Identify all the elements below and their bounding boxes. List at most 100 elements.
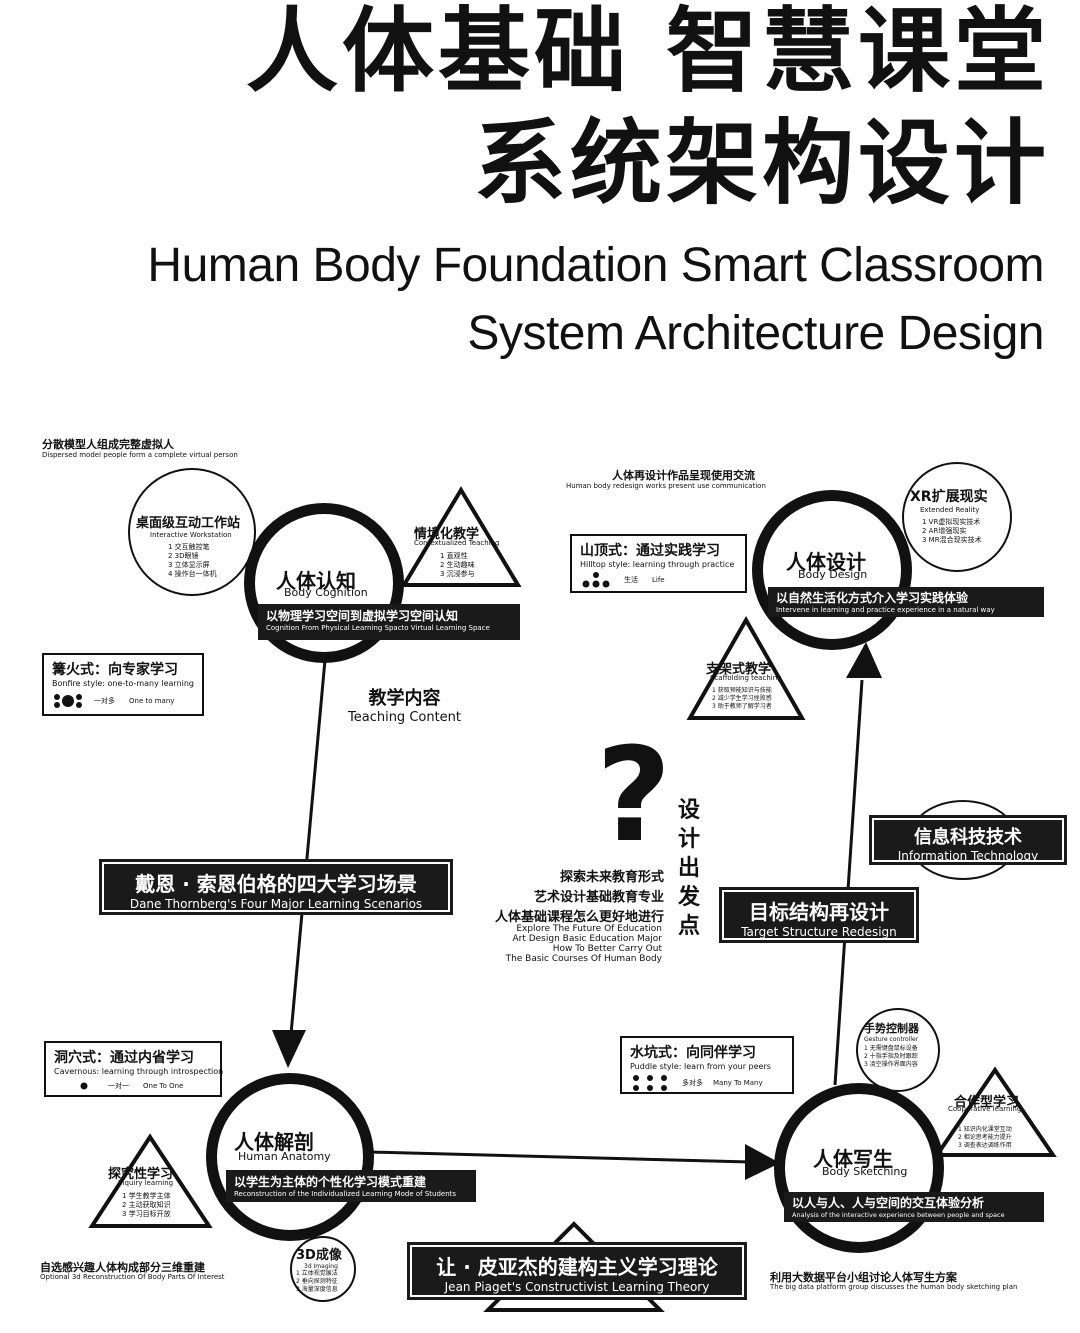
caption-dispersed: 分散模型人组成完整虚拟人	[42, 438, 174, 451]
anatomy-bar: 以学生为主体的个性化学习模式重建 Reconstruction of the I…	[226, 1170, 476, 1202]
scaffold-item: 1 获取预能知识与技能	[712, 687, 772, 694]
caption-redesign-en: Human body redesign works present use co…	[566, 482, 766, 490]
puddle-box: 水坑式：向同伴学习 Puddle style: learn from your …	[620, 1036, 794, 1094]
workstation-cn: 桌面级互动工作站	[136, 516, 241, 531]
cave-key-cn: 一对一	[108, 1081, 129, 1090]
xr-label: XR扩展现实 Extended Reality 1 VR虚拟现实技术 2 AR增…	[910, 486, 988, 545]
contextual-item: 1 直观性	[440, 552, 468, 560]
contextual-item: 3 沉浸参与	[440, 570, 475, 578]
cave-cn: 洞穴式：通过内省学习	[54, 1050, 194, 1066]
workstation-item: 4 操作台一体机	[168, 570, 217, 578]
inquiry-cn: 探究性学习	[108, 1167, 174, 1182]
target-banner-cn: 目标结构再设计	[749, 900, 889, 924]
anatomy-circle	[206, 1073, 374, 1241]
coop-item: 2 相论思考能力提升	[958, 1134, 1012, 1141]
design-en: Body Design	[798, 568, 868, 581]
hilltop-cn: 山顶式：通过实践学习	[580, 543, 720, 559]
inquiry-items: 1 学生教学主体 2 主动获取知识 3 学习目标开放	[122, 1192, 171, 1219]
dane-banner: 戴恩 · 索恩伯格的四大学习场景 Dane Thornberg's Four M…	[99, 859, 453, 915]
question-mark-icon: ?	[596, 719, 672, 871]
sketching-bar: 以人与人、人与空间的交互体验分析 Analysis of the interac…	[784, 1192, 1044, 1222]
cave-box: 洞穴式：通过内省学习 Cavernous: learning through i…	[44, 1041, 224, 1097]
design-cn: 人体设计	[786, 550, 866, 574]
design-starting-point: 设计出发点	[678, 798, 701, 939]
hilltop-key-en: Life	[652, 575, 665, 584]
inquiry-en: Inquiry learning	[118, 1179, 174, 1187]
workstation-item: 3 立体显示屏	[168, 561, 210, 569]
design-circle	[752, 490, 912, 650]
cognition-bar-cn: 以物理学习空间到虚拟学习空间认知	[266, 609, 459, 623]
piaget-banner: 让 · 皮亚杰的建构主义学习理论 Jean Piaget's Construct…	[407, 1242, 747, 1300]
center-line-cn: 人体基础课程怎么更好地进行	[494, 910, 664, 925]
title-en-line1: Human Body Foundation Smart Classroom	[147, 239, 1044, 292]
center-line-en: The Basic Courses Of Human Body	[505, 954, 662, 964]
xr-cn: XR扩展现实	[910, 489, 988, 505]
bonfire-en: Bonfire style: one-to-many learning	[52, 679, 195, 688]
hilltop-key: 生活 Life	[580, 571, 737, 589]
infotech-banner-en: Information Technology	[897, 849, 1039, 863]
center-line-cn: 探索未来教育形式	[559, 870, 664, 885]
bonfire-key-en: One to many	[129, 696, 175, 705]
triangle-scaffold	[686, 615, 806, 720]
scaffold-items: 1 获取预能知识与技能 2 减少学生学习挫败感 3 助于教师了解学习者	[712, 687, 772, 711]
bonfire-box: 篝火式：向专家学习 Bonfire style: one-to-many lea…	[42, 653, 204, 716]
piaget-banner-en: Jean Piaget's Constructivist Learning Th…	[444, 1280, 710, 1294]
gesture-item: 2 十指手指及时跟踪	[864, 1053, 918, 1060]
contextual-en: Contextualized Teaching	[414, 539, 500, 547]
gesture-items: 1 无需键盘鼠标设备 2 十指手指及时跟踪 3 凌空操作界面内容	[864, 1045, 919, 1069]
scaffold-en: Scaffolding teaching	[710, 674, 782, 682]
gesture-circle	[856, 1008, 940, 1092]
workstation-en: Interactive Workstation	[150, 531, 232, 539]
title-cn-line2: 系统架构设计	[473, 110, 1050, 217]
cognition-en: Body Cognition	[284, 586, 368, 599]
caption-redesign: 人体再设计作品呈现使用交流	[612, 469, 755, 482]
infotech-banner-cn: 信息科技技术	[914, 827, 1022, 848]
center-text-cn: 探索未来教育形式 艺术设计基础教育专业 人体基础课程怎么更好地进行	[495, 868, 664, 928]
cave-dot-icon	[80, 1082, 88, 1090]
caption-bigdata-en: The big data platform group discusses th…	[770, 1283, 1018, 1291]
caption-optional-en: Optional 3d Reconstruction Of Body Parts…	[40, 1273, 225, 1281]
coop-items: 1 知识内化课堂互动 2 相论思考能力提升 3 调查表达调练作用	[958, 1126, 1012, 1150]
caption-optional: 自选感兴趣人体构成部分三维重建	[40, 1261, 205, 1274]
imaging-cn: 3D成像	[296, 1248, 342, 1263]
caption-bigdata: 利用大数据平台小组讨论人体写生方案	[770, 1271, 957, 1284]
cognition-bar: 以物理学习空间到虚拟学习空间认知 Cognition From Physical…	[258, 604, 520, 640]
sketching-bar-cn: 以人与人、人与空间的交互体验分析	[792, 1196, 985, 1210]
arrow-up-head	[846, 642, 882, 678]
center-line-en: Explore The Future Of Education	[516, 924, 662, 934]
triangle-contextual	[400, 486, 522, 587]
imaging-item: 1 立体视觉展法	[296, 1270, 338, 1277]
cognition-cn: 人体认知	[276, 569, 356, 593]
scaffold-item: 3 助于教师了解学习者	[712, 703, 772, 710]
teaching-content-en: Teaching Content	[348, 710, 462, 725]
imaging-item: 2 垂向探测特征	[296, 1278, 338, 1285]
puddle-en: Puddle style: learn from your peers	[630, 1062, 771, 1071]
imaging-en: 3d Imaging	[304, 1263, 338, 1270]
puddle-key: 多对多 Many To Many	[630, 1074, 784, 1092]
puddle-cn: 水坑式：向同伴学习	[630, 1045, 756, 1061]
sketching-cn: 人体写生	[813, 1147, 893, 1171]
title-en-line2: System Architecture Design	[467, 307, 1044, 360]
coop-en: Cooperative learning	[948, 1105, 1022, 1113]
scaffold-item: 2 减少学生学习挫败感	[712, 695, 772, 702]
coop-item: 3 调查表达调练作用	[958, 1142, 1012, 1149]
coop-cn: 合作型学习	[954, 1095, 1020, 1110]
bonfire-key: 一对多 One to many	[52, 692, 194, 710]
contextual-cn: 情境化教学	[414, 527, 480, 542]
gesture-cn: 手势控制器	[864, 1022, 919, 1035]
puddle-key-cn: 多对多	[682, 1078, 703, 1087]
center-line-en: Art Design Basic Education Major	[512, 934, 662, 944]
gesture-item: 1 无需键盘鼠标设备	[864, 1045, 918, 1052]
sketching-en: Body Sketching	[822, 1165, 908, 1178]
scaffold-cn: 支架式教学	[706, 662, 772, 677]
gesture-en: Gesture controller	[864, 1036, 919, 1043]
cave-en: Cavernous: learning through introspectio…	[54, 1067, 224, 1076]
inquiry-item: 2 主动获取知识	[122, 1201, 171, 1209]
hilltop-box: 山顶式：通过实践学习 Hilltop style: learning throu…	[570, 534, 747, 593]
dane-banner-en: Dane Thornberg's Four Major Learning Sce…	[129, 897, 423, 911]
hilltop-en: Hilltop style: learning through practice	[580, 560, 735, 569]
hilltop-key-cn: 生活	[624, 575, 638, 584]
cave-key-en: One To One	[143, 1081, 184, 1090]
imaging-item: 3 海量深度信息	[296, 1286, 338, 1293]
